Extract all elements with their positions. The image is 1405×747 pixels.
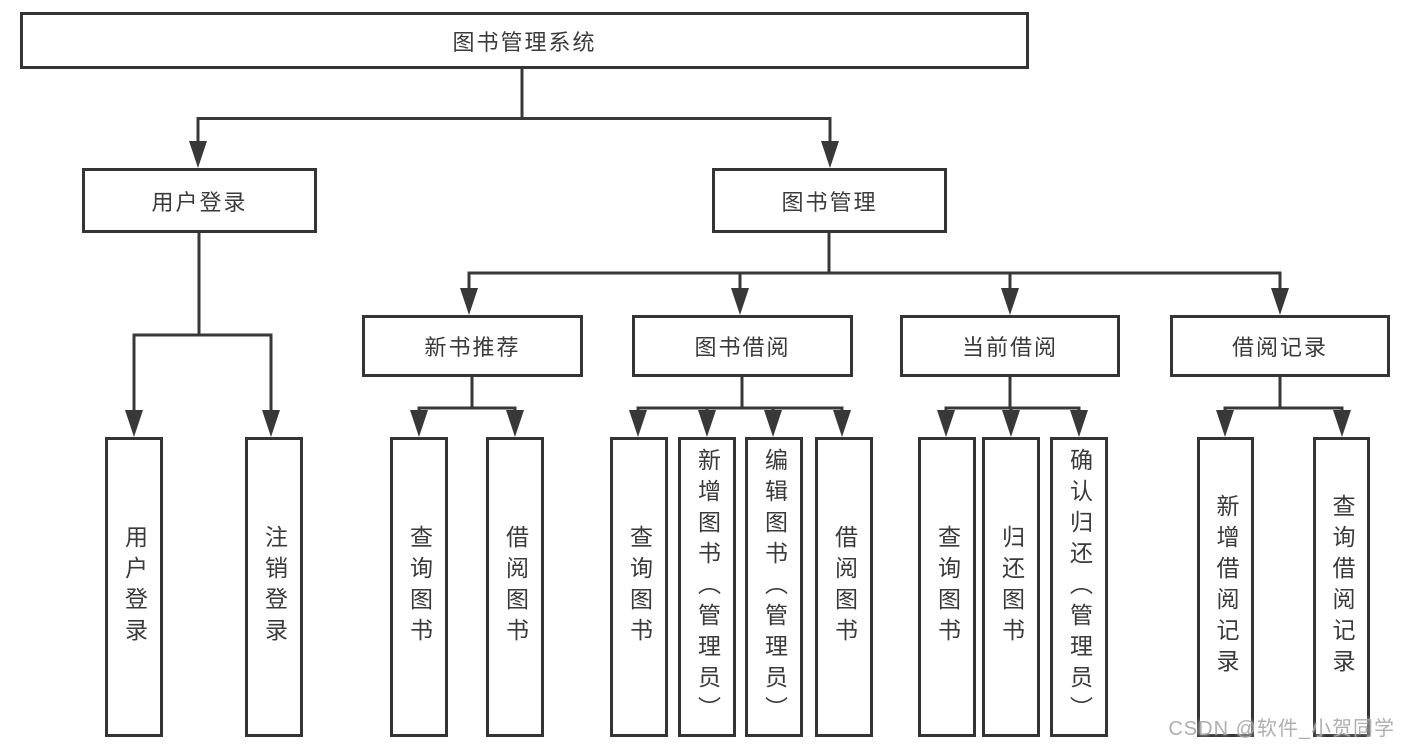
node-bb-add-label: 新增图书（管理员） <box>694 447 721 727</box>
node-user-login-label: 用户登录 <box>151 189 248 215</box>
connector-currentborrow-children <box>937 377 1088 437</box>
node-br-add: 新增借阅记录 <box>1197 437 1254 737</box>
node-bb-query-label: 查询图书 <box>626 525 653 649</box>
node-login-label: 用户登录 <box>121 525 148 649</box>
node-bb-query: 查询图书 <box>610 437 668 737</box>
node-book-borrow: 图书借阅 <box>632 315 853 377</box>
node-logout-label: 注销登录 <box>261 525 288 649</box>
node-cb-query-label: 查询图书 <box>934 525 961 649</box>
node-borrow-record: 借阅记录 <box>1170 315 1390 377</box>
node-cb-query: 查询图书 <box>918 437 976 737</box>
node-book-mgmt-label: 图书管理 <box>781 189 878 215</box>
node-cb-confirm-label: 确认归还（管理员） <box>1066 447 1093 727</box>
node-root: 图书管理系统 <box>20 12 1029 69</box>
connector-borrowrecord-children <box>1216 377 1351 437</box>
node-current-borrow: 当前借阅 <box>900 315 1120 377</box>
node-login: 用户登录 <box>105 437 163 737</box>
watermark: CSDN @软件_小贺同学 <box>1168 718 1395 740</box>
node-borrow-record-label: 借阅记录 <box>1231 335 1328 360</box>
node-nbr-query-label: 查询图书 <box>406 525 433 649</box>
node-br-query: 查询借阅记录 <box>1313 437 1370 737</box>
node-new-book-rec-label: 新书推荐 <box>424 335 521 360</box>
node-nbr-query: 查询图书 <box>390 437 448 737</box>
node-bb-edit: 编辑图书（管理员） <box>745 437 803 737</box>
node-cb-return-label: 归还图书 <box>998 525 1025 649</box>
node-bb-borrow: 借阅图书 <box>815 437 873 737</box>
node-logout: 注销登录 <box>245 437 303 737</box>
node-bb-edit-label: 编辑图书（管理员） <box>761 447 788 727</box>
node-book-mgmt: 图书管理 <box>712 168 947 233</box>
node-cb-return: 归还图书 <box>982 437 1040 737</box>
node-book-borrow-label: 图书借阅 <box>694 335 791 360</box>
node-br-query-label: 查询借阅记录 <box>1329 494 1355 680</box>
connector-bookborrow-children <box>629 377 851 437</box>
connector-root-to-level2 <box>189 69 839 168</box>
node-nbr-borrow: 借阅图书 <box>486 437 544 737</box>
node-cb-confirm: 确认归还（管理员） <box>1050 437 1108 737</box>
node-br-add-label: 新增借阅记录 <box>1213 494 1239 680</box>
node-root-label: 图书管理系统 <box>452 29 597 55</box>
node-new-book-rec: 新书推荐 <box>362 315 583 377</box>
node-current-borrow-label: 当前借阅 <box>961 335 1058 360</box>
node-bb-borrow-label: 借阅图书 <box>831 525 858 649</box>
connector-newbookrec-children <box>410 377 524 437</box>
node-bb-add: 新增图书（管理员） <box>678 437 736 737</box>
node-user-login: 用户登录 <box>82 168 317 233</box>
connector-userlogin-children <box>125 233 280 437</box>
node-nbr-borrow-label: 借阅图书 <box>502 525 529 649</box>
connector-bookmgmt-children <box>460 233 1289 315</box>
